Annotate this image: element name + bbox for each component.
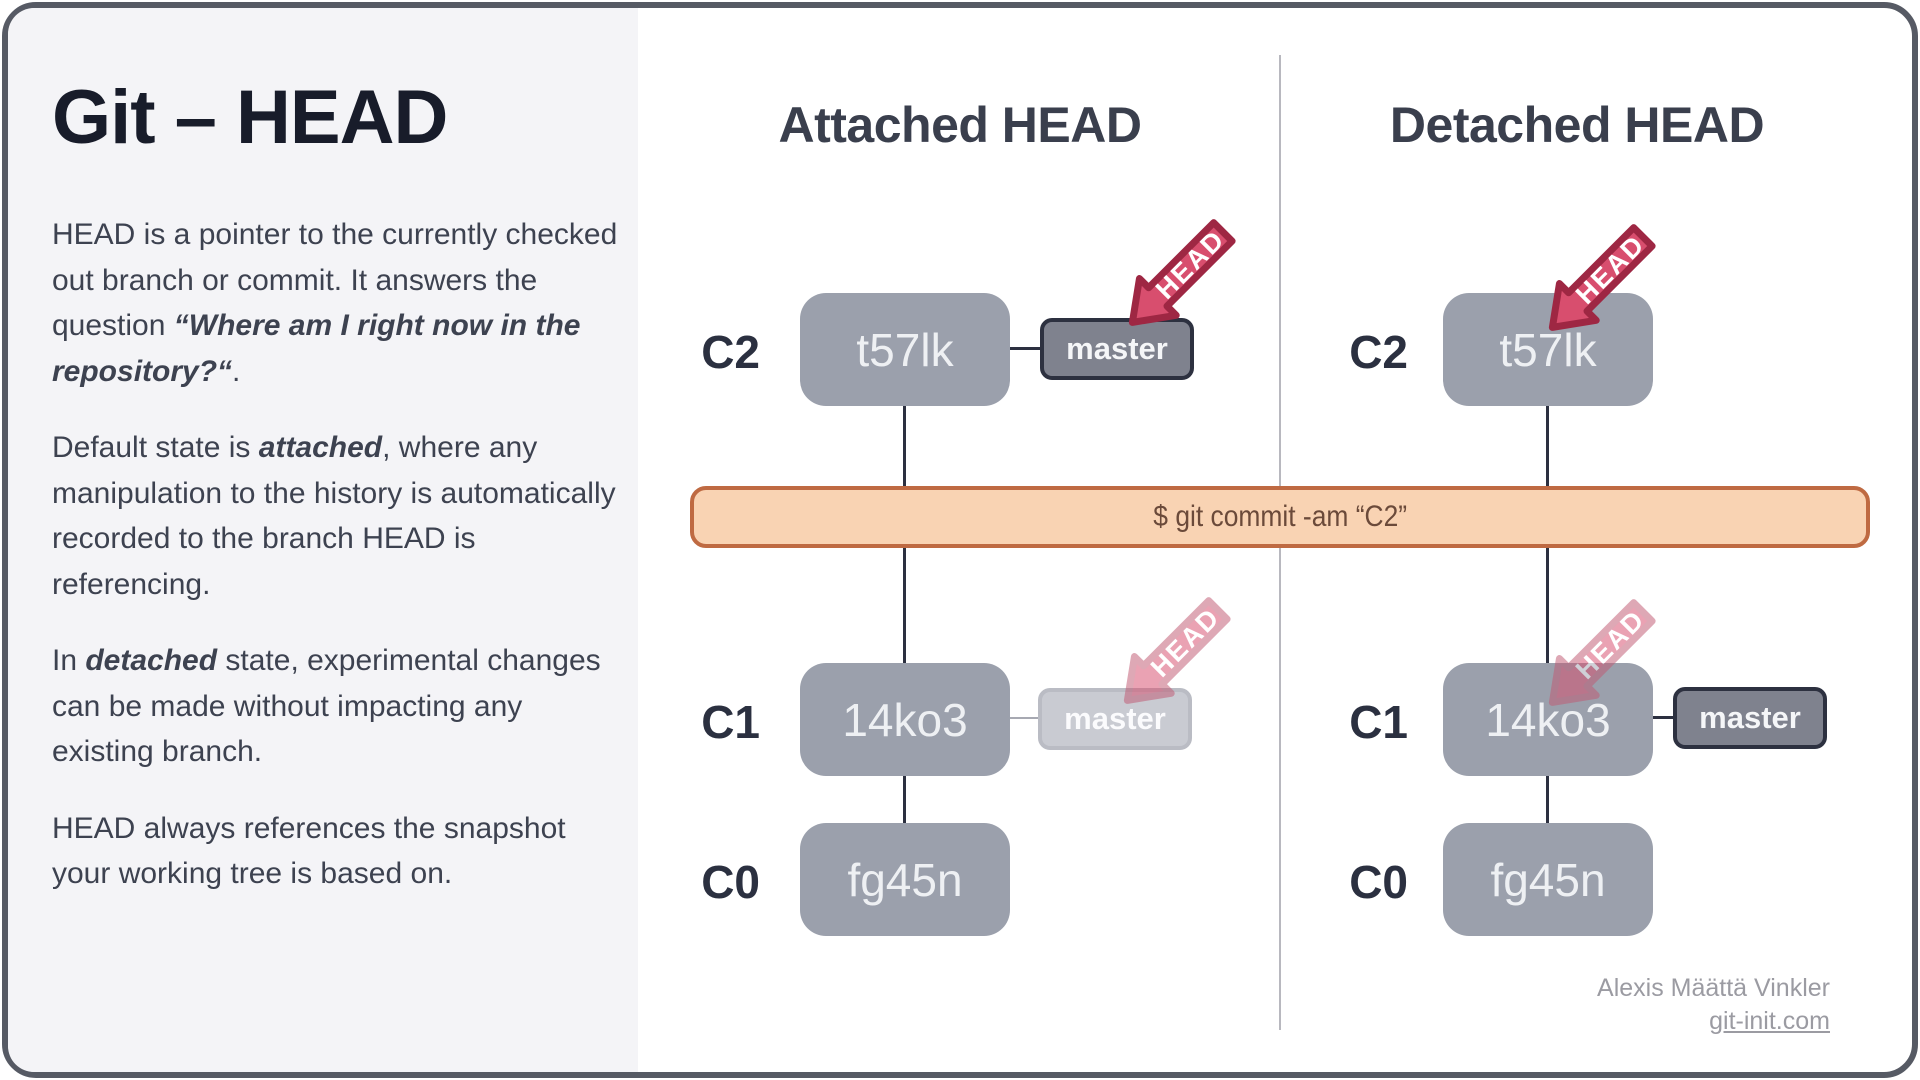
attached-panel-title: Attached HEAD — [778, 97, 1142, 153]
attached-commit-node-c1: 14ko3 — [800, 663, 1010, 776]
detached-branch-connector — [1653, 716, 1675, 719]
attached-emphasis: attached — [258, 431, 383, 464]
git-commit-command-banner: $ git commit -am “C2” — [690, 486, 1870, 548]
attached-commit-node-c2: t57lk — [800, 293, 1010, 406]
head-arrow-label: HEAD — [1150, 224, 1231, 305]
author-name: Alexis Määttä Vinkler — [1597, 974, 1830, 1002]
intro-paragraph: HEAD is a pointer to the currently check… — [52, 218, 618, 388]
attached-row-label-c1: C1 — [701, 696, 760, 748]
attached-row-label-c2: C2 — [701, 326, 760, 378]
site-link[interactable]: git-init.com — [1709, 1007, 1830, 1035]
attached-edge-c1-c0 — [903, 773, 906, 825]
head-arrow-label-faded: HEAD — [1570, 604, 1651, 685]
sidebar: Git – HEAD HEAD is a pointer to the curr… — [8, 8, 638, 1072]
attached-branch-connector-current — [1010, 347, 1042, 350]
detached-branch-tag-master: master — [1673, 687, 1827, 749]
attached-commit-node-c0: fg45n — [800, 823, 1010, 936]
detached-head-arrow-icon: HEAD — [1548, 224, 1656, 331]
detached-panel-title: Detached HEAD — [1389, 97, 1765, 153]
attached-branch-tag-master-previous: master — [1038, 688, 1192, 750]
branch-label-faded: master — [1064, 701, 1166, 736]
detached-row-label-c0: C0 — [1349, 856, 1408, 908]
detached-commit-hash-c2: t57lk — [1499, 323, 1597, 376]
detached-row-label-c1: C1 — [1349, 696, 1408, 748]
quote-emphasis: “Where am I right now in the repository?… — [52, 309, 581, 388]
head-arrow-label-faded: HEAD — [1145, 602, 1226, 683]
attached-head-arrow-icon: HEAD — [1128, 219, 1236, 326]
attached-branch-connector-previous — [1010, 717, 1040, 719]
detached-commit-node-c1: 14ko3 — [1443, 663, 1653, 776]
branch-label: master — [1699, 700, 1801, 735]
attribution: Alexis Määttä Vinkler git-init.com — [1400, 972, 1830, 1038]
command-text: $ git commit -am “C2” — [1153, 500, 1407, 533]
attached-commit-hash-c1: 14ko3 — [842, 693, 968, 746]
detached-row-label-c2: C2 — [1349, 326, 1408, 378]
detached-edge-c1-c0 — [1546, 773, 1549, 825]
branch-label: master — [1066, 331, 1168, 366]
head-arrow-label: HEAD — [1570, 229, 1651, 310]
attached-commit-hash-c0: fg45n — [847, 853, 963, 906]
detached-commit-node-c2: t57lk — [1443, 293, 1653, 406]
attached-commit-hash-c2: t57lk — [856, 323, 954, 376]
page-title: Git – HEAD — [52, 75, 448, 160]
detached-commit-node-c0: fg45n — [1443, 823, 1653, 936]
attached-branch-tag-master: master — [1040, 318, 1194, 380]
attached-paragraph: Default state is attached, where any man… — [52, 431, 616, 601]
attached-head-arrow-previous-icon: HEAD — [1123, 597, 1231, 704]
detached-paragraph: In detached state, experimental changes … — [52, 644, 601, 768]
detached-commit-hash-c1: 14ko3 — [1485, 693, 1611, 746]
detached-emphasis: detached — [85, 644, 218, 677]
detached-commit-hash-c0: fg45n — [1490, 853, 1606, 906]
attached-row-label-c0: C0 — [701, 856, 760, 908]
snapshot-paragraph: HEAD always references the snapshot your… — [52, 811, 566, 891]
detached-head-arrow-previous-icon: HEAD — [1548, 599, 1656, 706]
